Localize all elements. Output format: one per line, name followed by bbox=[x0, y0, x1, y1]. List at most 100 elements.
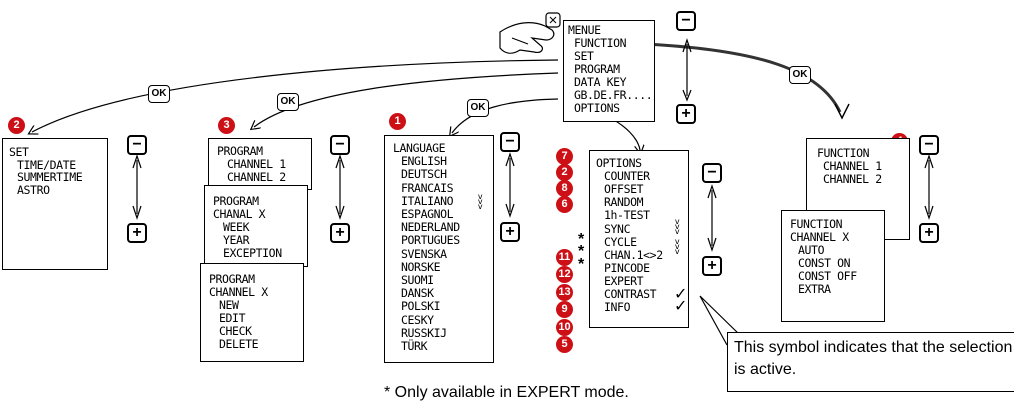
program-channel-1: CHANNEL 1 bbox=[227, 157, 286, 171]
language-option: TÜRK bbox=[401, 339, 428, 353]
expert-footnote: * Only available in EXPERT mode. bbox=[384, 384, 629, 401]
program-item-week: WEEK bbox=[223, 220, 250, 234]
menu-item-data-key[interactable]: DATA KEY bbox=[574, 75, 627, 89]
menu-title: MENUE bbox=[568, 23, 601, 37]
minus-button-options[interactable]: − bbox=[702, 163, 722, 183]
function-item-auto: AUTO bbox=[798, 243, 825, 257]
language-title: LANGUAGE bbox=[393, 141, 446, 155]
options-badge: 11 bbox=[556, 248, 573, 266]
program-item-year: YEAR bbox=[223, 233, 250, 247]
options-item: INFO bbox=[604, 300, 631, 315]
minus-button-function[interactable]: − bbox=[919, 135, 939, 155]
options-item: CHAN.1<>2 bbox=[604, 247, 663, 262]
plus-button-function[interactable]: + bbox=[919, 223, 939, 243]
program-item-new: NEW bbox=[219, 298, 239, 312]
active-check-icon: ✓ bbox=[674, 296, 688, 315]
ok-button-set[interactable]: OK bbox=[148, 85, 170, 103]
program-channel-x: CHANNEL X bbox=[209, 285, 268, 299]
options-item: RANDOM bbox=[604, 195, 644, 210]
ok-button-function[interactable]: OK bbox=[789, 66, 811, 84]
updown-arrow-options bbox=[707, 184, 717, 252]
plus-button-options[interactable]: + bbox=[702, 256, 722, 276]
language-option: SUOMI bbox=[401, 273, 434, 287]
function-item-extra: EXTRA bbox=[798, 282, 831, 296]
menu-item-language[interactable]: GB.DE.FR.... bbox=[574, 88, 653, 102]
program-screen-1: PROGRAM CHANNEL 1 CHANNEL 2 bbox=[208, 138, 312, 190]
options-badge: 7 bbox=[556, 148, 573, 165]
language-option: ESPAGNOL bbox=[401, 207, 454, 221]
program-title: PROGRAM bbox=[209, 272, 255, 286]
program-item-delete: DELETE bbox=[219, 337, 259, 351]
ok-button-program[interactable]: OK bbox=[277, 93, 299, 111]
minus-button-program[interactable]: − bbox=[330, 135, 350, 155]
options-item: 1h-TEST bbox=[604, 208, 650, 223]
menu-item-set[interactable]: SET bbox=[574, 49, 594, 63]
options-badge: 5 bbox=[556, 336, 573, 354]
options-item: CONTRAST bbox=[604, 287, 657, 301]
minus-button-language[interactable]: − bbox=[500, 132, 520, 152]
program-item-check: CHECK bbox=[219, 324, 252, 338]
plus-button-set[interactable]: + bbox=[127, 223, 147, 243]
plus-button-menu[interactable]: + bbox=[676, 104, 696, 124]
language-option: RUSSKIJ bbox=[401, 325, 447, 340]
function-channel-2: CHANNEL 2 bbox=[823, 172, 882, 186]
set-title: SET bbox=[9, 145, 29, 159]
language-badge: 1 bbox=[389, 113, 406, 130]
function-screen-2: FUNCTION CHANNEL X AUTO CONST ON CONST O… bbox=[781, 210, 885, 322]
set-item-time-date: TIME/DATE bbox=[17, 158, 76, 172]
set-badge: 2 bbox=[8, 117, 25, 134]
set-item-summertime: SUMMERTIME bbox=[17, 170, 83, 184]
options-badge: 8 bbox=[556, 180, 573, 198]
options-item: CYCLE bbox=[604, 234, 637, 249]
function-title: FUNCTION bbox=[790, 217, 843, 231]
options-item: EXPERT bbox=[604, 273, 644, 288]
minus-button-set[interactable]: − bbox=[127, 135, 147, 155]
expert-mark: * bbox=[578, 256, 585, 273]
language-option: CESKY bbox=[401, 312, 434, 327]
language-option: SVENSKA bbox=[401, 246, 447, 261]
options-item: SYNC bbox=[604, 221, 631, 236]
language-option: DANSK bbox=[401, 286, 434, 301]
hand-icon bbox=[499, 12, 561, 54]
options-title: OPTIONS bbox=[596, 156, 642, 170]
options-badge: 12 bbox=[556, 266, 573, 284]
options-badge: 2 bbox=[556, 164, 573, 182]
options-badge: 9 bbox=[556, 301, 573, 319]
function-item-const-on: CONST ON bbox=[798, 256, 851, 270]
menu-item-program[interactable]: PROGRAM bbox=[574, 62, 620, 76]
options-badge: 10 bbox=[556, 318, 573, 336]
menu-item-function[interactable]: FUNCTION bbox=[574, 36, 627, 50]
function-item-const-off: CONST OFF bbox=[798, 269, 857, 283]
minus-button-menu[interactable]: − bbox=[676, 11, 696, 31]
options-item: COUNTER bbox=[604, 169, 650, 184]
function-channel-x: CHANNEL X bbox=[790, 230, 849, 244]
language-option: ENGLISH bbox=[401, 154, 447, 169]
language-option: ITALIANO bbox=[401, 193, 454, 208]
set-item-astro: ASTRO bbox=[17, 183, 50, 197]
active-check-icon: ✓ bbox=[674, 284, 688, 303]
updown-arrow-function bbox=[924, 154, 934, 220]
language-option: PORTUGUES bbox=[401, 233, 460, 248]
language-option: FRANCAIS bbox=[401, 180, 454, 195]
program-channel-2: CHANNEL 2 bbox=[227, 170, 286, 184]
plus-button-program[interactable]: + bbox=[330, 223, 350, 243]
ok-button-language[interactable]: OK bbox=[467, 99, 489, 117]
updown-arrow-set bbox=[132, 154, 142, 220]
program-title: PROGRAM bbox=[213, 194, 259, 208]
options-badge: 13 bbox=[556, 283, 573, 301]
language-option: DEUTSCH bbox=[401, 167, 447, 182]
plus-button-language[interactable]: + bbox=[500, 222, 520, 242]
options-badge: 6 bbox=[556, 196, 573, 214]
updown-arrow-language bbox=[505, 152, 515, 218]
menu-item-options[interactable]: OPTIONS bbox=[574, 101, 620, 115]
options-item: PINCODE bbox=[604, 260, 650, 275]
expert-mark: * bbox=[578, 243, 585, 260]
expert-mark: * bbox=[578, 231, 585, 248]
language-option: NORSKE bbox=[401, 259, 441, 274]
program-screen-3: PROGRAM CHANNEL X NEW EDIT CHECK DELETE bbox=[200, 263, 304, 362]
menu-screen: MENUE FUNCTION SET PROGRAM DATA KEY GB.D… bbox=[563, 20, 655, 122]
